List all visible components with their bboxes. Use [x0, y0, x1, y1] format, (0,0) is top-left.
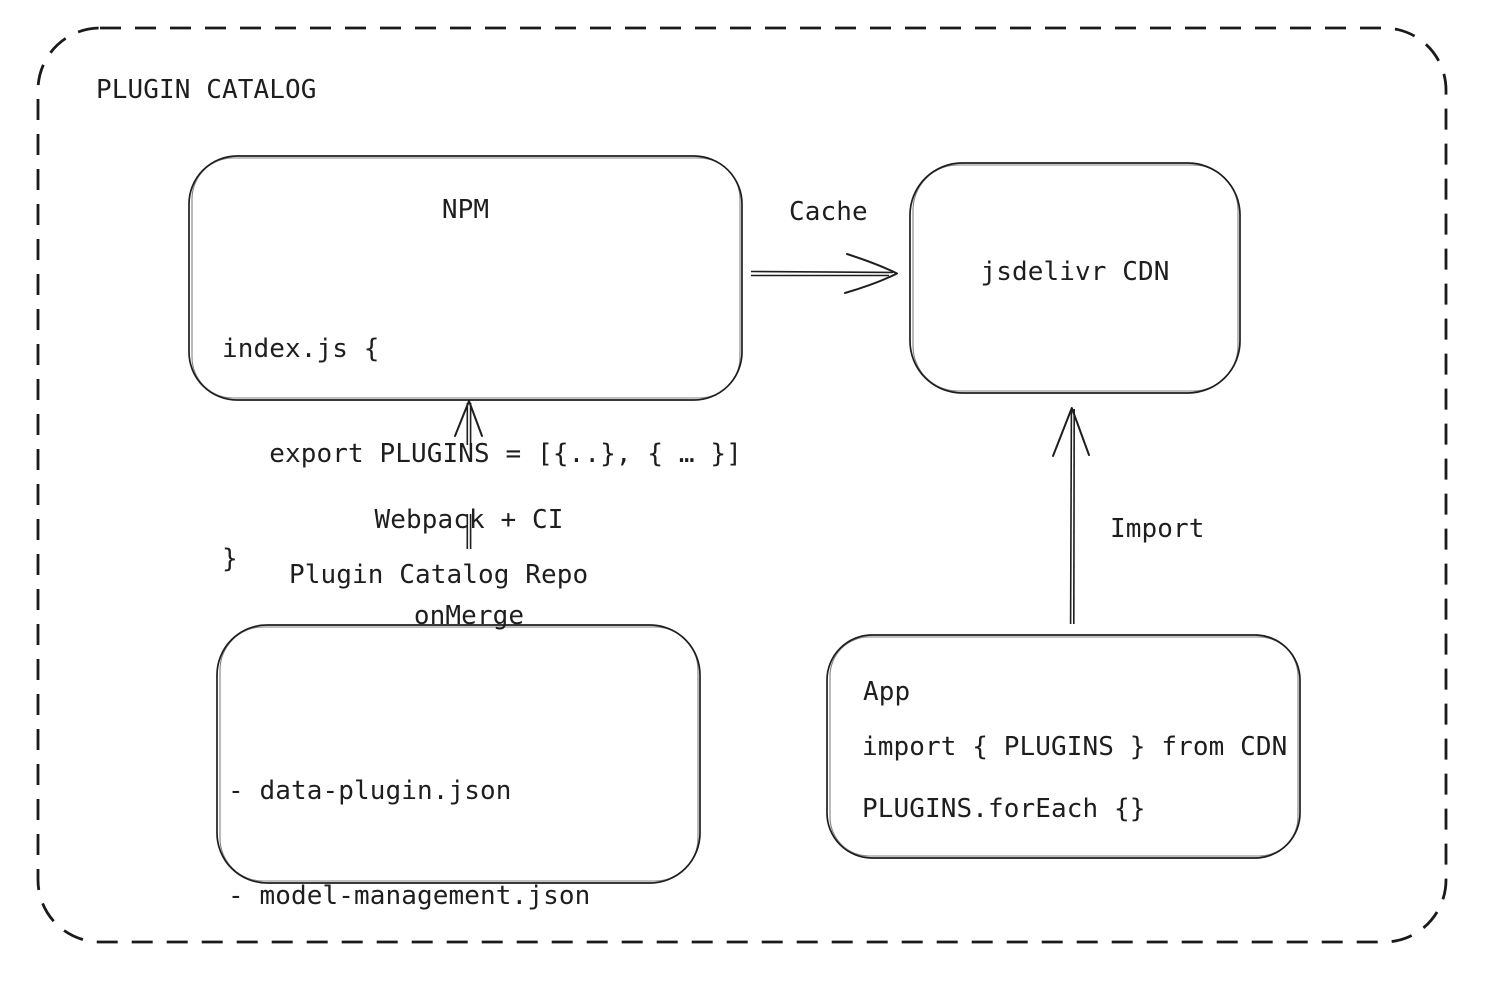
plugin-catalog-boundary [36, 26, 1448, 944]
build-arrow-label-line: onMerge [413, 601, 525, 631]
repo-file-line: … [228, 986, 244, 1002]
app-box [826, 634, 1301, 859]
cdn-box-sketch-stroke [912, 164, 1239, 392]
app-title: App [863, 677, 911, 707]
npm-code-line: } [222, 544, 238, 574]
cache-arrow-shaft [750, 270, 894, 274]
build-arrow-label: Webpack + CI onMerge [319, 440, 619, 696]
repo-box [216, 624, 701, 884]
cache-arrow [750, 253, 898, 294]
app-code-line: import { PLUGINS } from CDN [862, 732, 1288, 762]
repo-box-sketch-stroke [219, 626, 699, 882]
cdn-box [909, 162, 1241, 394]
npm-box [188, 155, 743, 401]
import-arrow-shaft [1069, 408, 1073, 625]
npm-box-outline [188, 155, 743, 401]
app-box-outline [826, 634, 1301, 859]
repo-file-line: - data-plugin.json [228, 776, 512, 806]
npm-code-line: export PLUGINS = [{..}, { … }] [222, 439, 742, 469]
repo-file-list: - data-plugin.json - model-management.js… [228, 704, 590, 1002]
npm-box-sketch-stroke [191, 157, 741, 399]
cache-arrowhead-icon [844, 253, 898, 294]
build-arrowhead-icon [454, 400, 483, 437]
repo-file-line: - model-management.json [228, 881, 591, 911]
npm-code-line: index.js { [222, 334, 380, 364]
build-arrow-label-line: Webpack + CI [374, 505, 564, 535]
npm-title: NPM [441, 195, 490, 225]
app-code-line: PLUGINS.forEach {} [862, 794, 1146, 824]
build-arrow [454, 400, 483, 549]
app-box-sketch-stroke [829, 636, 1299, 857]
import-arrow-label: Import [1110, 514, 1205, 544]
cache-arrow-label: Cache [789, 197, 868, 227]
cdn-label: jsdelivr CDN [980, 257, 1170, 287]
cdn-box-outline [909, 162, 1241, 394]
import-arrow [1052, 407, 1090, 625]
npm-code: index.js { export PLUGINS = [{..}, { … }… [222, 262, 742, 647]
diagram-title: PLUGIN CATALOG [96, 75, 317, 105]
repo-label: Plugin Catalog Repo [289, 560, 589, 590]
import-arrowhead-icon [1052, 407, 1090, 457]
repo-box-outline [216, 624, 701, 884]
